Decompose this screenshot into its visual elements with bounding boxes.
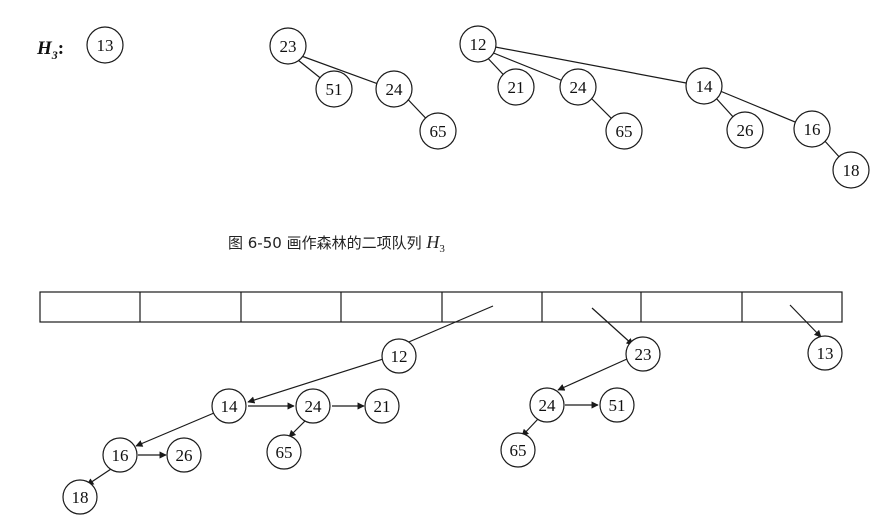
tree-node: 24 [375,70,413,108]
node-value: 13 [97,36,114,55]
edge-24-65 [288,420,306,438]
edge-12-14 [247,358,384,404]
queue-node: 65 [266,434,302,470]
node-circle [807,335,843,371]
node-value: 16 [804,120,821,139]
queue-node: 65 [500,432,536,468]
node-circle [295,388,331,424]
tree-node: 21 [497,68,535,106]
edge-14-16 [707,85,813,130]
queue-node: 18 [62,479,98,515]
node-circle [529,387,565,423]
queue-node: 14 [211,388,247,424]
heap-label: H3: [36,38,64,62]
node-value: 24 [386,80,404,99]
node-circle [364,388,400,424]
tree-node: 12 [459,25,497,63]
node-circle [166,437,202,473]
node-circle [625,336,661,372]
node-value: 26 [737,121,754,140]
queue-array [39,291,843,323]
node-circle [381,338,417,374]
queue-node: 24 [529,387,565,423]
tree-node: 23 [269,27,307,65]
node-circle [726,111,764,149]
queue-node: 51 [599,387,635,423]
node-circle [62,479,98,515]
queue-nodes: 12 14 24 21 16 26 [62,335,843,515]
node-value: 65 [430,122,447,141]
edge-16-18 [86,468,112,486]
pointer-to-23 [591,307,634,346]
node-circle [211,388,247,424]
node-value: 51 [609,396,626,415]
edge-14-16 [135,412,215,447]
node-value: 51 [326,80,343,99]
node-value: 21 [374,397,391,416]
node-value: 24 [539,396,557,415]
node-value: 65 [616,122,633,141]
node-circle [685,67,723,105]
node-circle [559,68,597,106]
tree-node: 14 [685,67,723,105]
tree-node: 16 [793,110,831,148]
node-circle [102,437,138,473]
queue-node: 24 [295,388,331,424]
queue-node: 26 [166,437,202,473]
node-circle [605,112,643,150]
pointer-to-13 [789,304,822,338]
forest-nodes: H3: 13 23 51 24 65 [36,25,870,189]
node-value: 18 [72,488,89,507]
tree-node: 51 [315,70,353,108]
queue-node: 13 [807,335,843,371]
node-circle [419,112,457,150]
node-value: 14 [221,397,239,416]
tree-node: 65 [419,112,457,150]
node-value: 24 [305,397,323,416]
node-circle [500,432,536,468]
node-value: 18 [843,161,860,180]
figure-caption: 图 6-50 画作森林的二项队列 H3 [228,232,445,255]
node-value: 24 [570,78,588,97]
tree-node: 65 [605,112,643,150]
edge-24-65b [521,418,539,437]
node-value: 12 [391,347,408,366]
queue-node: 16 [102,437,138,473]
node-value: 21 [508,78,525,97]
node-circle [269,27,307,65]
node-circle [459,25,497,63]
tree-node: 24 [559,68,597,106]
queue-node: 21 [364,388,400,424]
node-circle [315,70,353,108]
node-circle [832,151,870,189]
node-value: 13 [817,344,834,363]
edge-23-24 [557,358,628,391]
edge-12-14 [489,45,703,87]
node-circle [375,70,413,108]
node-circle [793,110,831,148]
edge-23-24 [295,53,393,90]
node-circle [599,387,635,423]
node-value: 65 [510,441,527,460]
node-circle [86,26,124,64]
node-circle [497,68,535,106]
node-value: 23 [280,37,297,56]
node-value: 23 [635,345,652,364]
forest-edges [292,45,852,171]
queue-node: 12 [381,338,417,374]
node-value: 16 [112,446,129,465]
queue-node: 23 [625,336,661,372]
tree-node: 26 [726,111,764,149]
tree-node: 18 [832,151,870,189]
node-circle [266,434,302,470]
node-value: 65 [276,443,293,462]
node-value: 12 [470,35,487,54]
node-value: 14 [696,77,714,96]
node-value: 26 [176,446,193,465]
tree-node: 13 [86,26,124,64]
array-outline [39,291,843,323]
